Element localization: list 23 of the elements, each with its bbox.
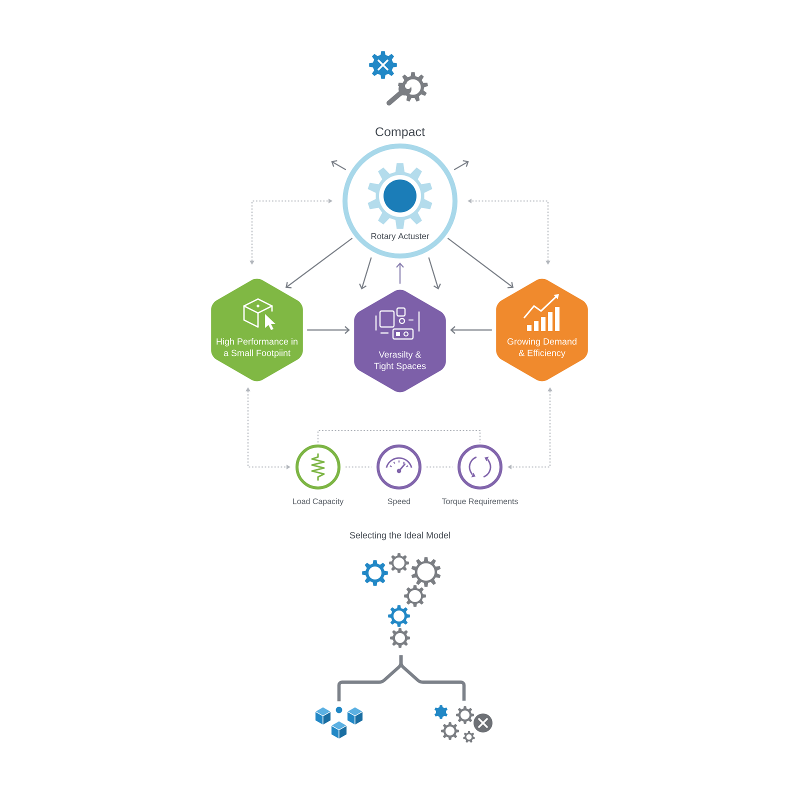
circle-node: Torque Requirements bbox=[442, 444, 518, 506]
hexagon: Growing Demand & Efficiency bbox=[496, 278, 588, 382]
heading: Compact bbox=[376, 127, 425, 139]
subheading: Selecting the Ideal Model bbox=[350, 532, 450, 540]
gears-cross-picture bbox=[434, 705, 492, 743]
arrow bbox=[447, 238, 514, 288]
dotted-connector bbox=[317, 430, 481, 442]
arrow bbox=[359, 257, 372, 290]
arrow bbox=[428, 257, 441, 290]
gears-picture bbox=[362, 553, 441, 648]
hexagon: Verasilty & Tight Spaces bbox=[354, 290, 446, 392]
dotted-connector bbox=[346, 466, 372, 468]
circle-node: Speed bbox=[376, 444, 422, 506]
arrow bbox=[331, 160, 346, 170]
arrow bbox=[396, 262, 404, 284]
dotted-connector bbox=[426, 466, 452, 468]
arrow bbox=[307, 326, 350, 334]
hexagon: High Performance in a Small Footpiint bbox=[211, 278, 303, 382]
boxes-picture bbox=[314, 706, 364, 740]
arrow bbox=[454, 160, 469, 170]
arrow bbox=[450, 326, 492, 334]
circle-node: Load Capacity bbox=[293, 444, 344, 506]
arrow bbox=[285, 238, 353, 288]
